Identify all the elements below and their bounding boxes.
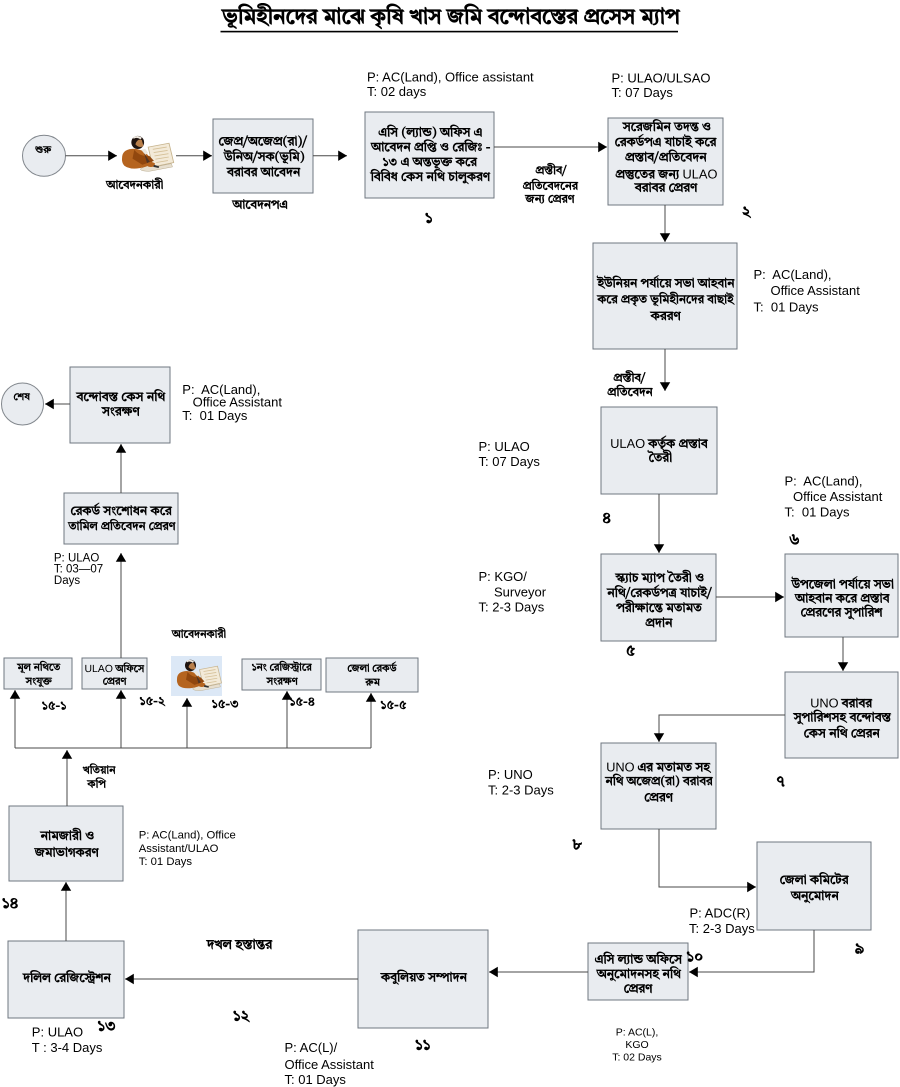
svg-text:T: 2-3 Days: T: 2-3 Days bbox=[479, 600, 545, 615]
svg-text:P: ULAO: P: ULAO bbox=[54, 553, 99, 565]
svg-text:Office Assistant: Office Assistant bbox=[285, 1057, 375, 1072]
svg-text:T: 2-3 Days: T: 2-3 Days bbox=[689, 921, 755, 936]
svg-text:P: AC(L)/: P: AC(L)/ bbox=[285, 1040, 338, 1055]
svg-text:Days: Days bbox=[54, 575, 80, 587]
svg-text:P: AC(Land),: P: AC(Land), bbox=[754, 267, 832, 282]
svg-text:T: 01 Days: T: 01 Days bbox=[285, 1072, 347, 1087]
svg-text:T: 07 Days: T: 07 Days bbox=[479, 454, 541, 469]
svg-text:Assistant/ULAO: Assistant/ULAO bbox=[139, 843, 219, 855]
svg-text:P: UNO: P: UNO bbox=[488, 767, 533, 782]
svg-text:P: AC(L),: P: AC(L), bbox=[616, 1027, 659, 1039]
svg-text:T: 02 days: T: 02 days bbox=[367, 84, 427, 99]
svg-text:T: 01 Days: T: 01 Days bbox=[754, 300, 820, 315]
svg-text:T: 02 Days: T: 02 Days bbox=[612, 1052, 662, 1064]
svg-text:P: AC(Land),: P: AC(Land), bbox=[182, 382, 260, 397]
svg-text:T: 2-3 Days: T: 2-3 Days bbox=[488, 783, 554, 798]
svg-text:T: 07 Days: T: 07 Days bbox=[612, 85, 674, 100]
svg-text:P: ULAO: P: ULAO bbox=[479, 439, 530, 454]
svg-text:T: 01 Days: T: 01 Days bbox=[139, 856, 193, 868]
svg-text:Office Assistant: Office Assistant bbox=[193, 395, 283, 410]
svg-text:P: ULAO: P: ULAO bbox=[32, 1025, 83, 1040]
svg-text:Surveyor: Surveyor bbox=[494, 585, 547, 600]
svg-text:P: ULAO/ULSAO: P: ULAO/ULSAO bbox=[612, 71, 711, 86]
svg-text:P: KGO/: P: KGO/ bbox=[479, 569, 528, 584]
svg-text:P: AC(Land),: P: AC(Land), bbox=[785, 474, 863, 489]
svg-text:KGO: KGO bbox=[625, 1039, 648, 1051]
svg-text:T: 03—07: T: 03—07 bbox=[54, 564, 103, 576]
svg-text:T: 01 Days: T: 01 Days bbox=[785, 505, 851, 520]
svg-text:P: AC(Land), Office: P: AC(Land), Office bbox=[139, 829, 236, 841]
svg-text:Office Assistant: Office Assistant bbox=[793, 489, 883, 504]
svg-text:P: AC(Land), Office assistant: P: AC(Land), Office assistant bbox=[367, 69, 534, 84]
svg-text:Office Assistant: Office Assistant bbox=[771, 283, 861, 298]
svg-text:P: ADC(R): P: ADC(R) bbox=[690, 906, 751, 921]
svg-text:T: 01 Days: T: 01 Days bbox=[182, 408, 248, 423]
svg-text:T : 3-4 Days: T : 3-4 Days bbox=[32, 1040, 103, 1055]
